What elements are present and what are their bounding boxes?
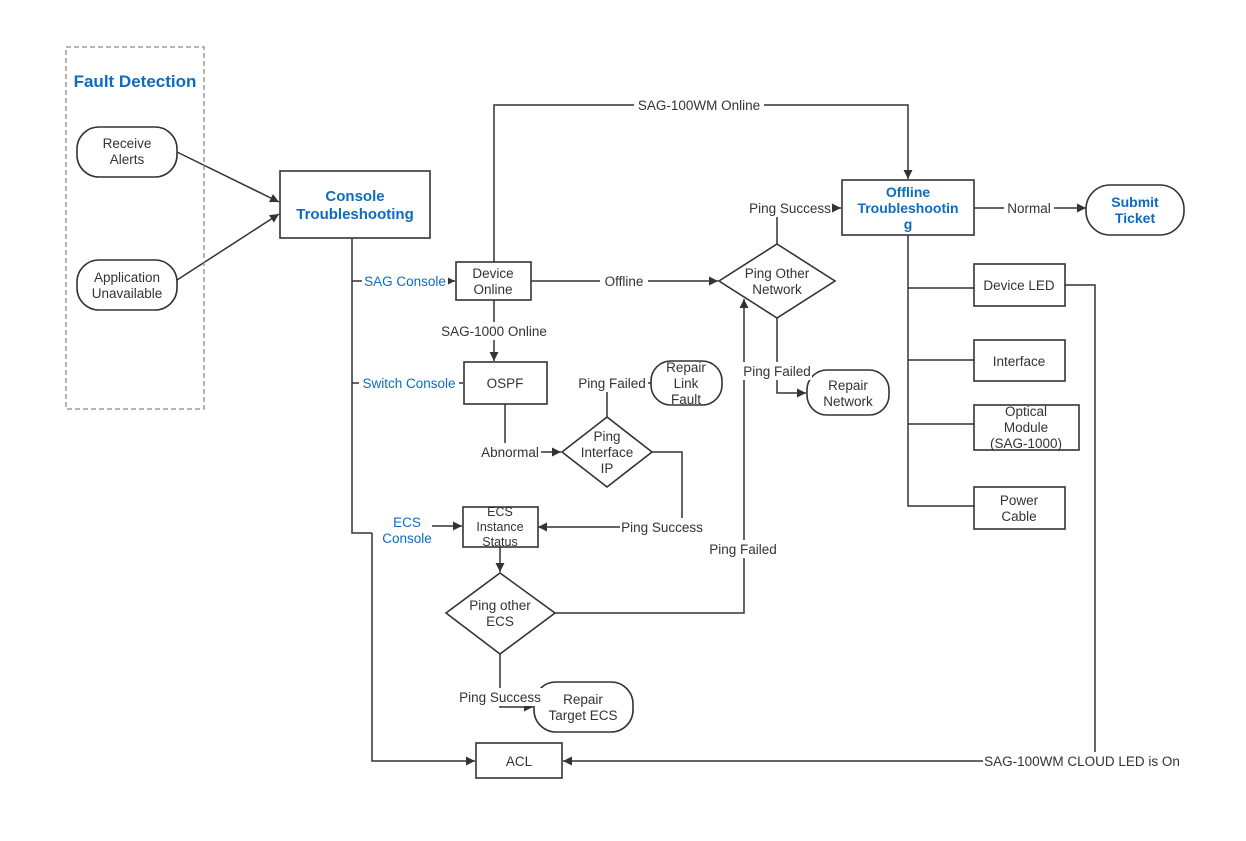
label-ping-failed-ecs: Ping Failed [709, 542, 777, 557]
repair-network-shape [806, 369, 890, 416]
receive-alerts-line2: Alerts [110, 152, 145, 167]
acl-label: ACL [506, 754, 533, 769]
optical-module-line1: Optical [1005, 404, 1047, 419]
node-labels: Receive Alerts Application Unavailable C… [92, 136, 1159, 769]
ping-interface-ip-shape [560, 415, 654, 489]
label-normal: Normal [1007, 201, 1051, 216]
application-unavailable-shape [76, 259, 178, 311]
offline-troubleshooting-line3: g [904, 216, 913, 232]
ospf-label: OSPF [487, 376, 524, 391]
label-abnormal: Abnormal [481, 445, 539, 460]
repair-link-fault-line1: Repair [666, 360, 706, 375]
ping-other-ecs-line1: Ping other [469, 598, 531, 613]
offline-troubleshooting-line1: Offline [886, 184, 931, 200]
ecs-instance-status-line1: ECS [487, 505, 513, 519]
ping-interface-ip-line3: IP [601, 461, 614, 476]
receive-alerts-shape [76, 126, 178, 178]
label-ping-success-target: Ping Success [459, 690, 541, 705]
optical-module-line2: Module [1004, 420, 1048, 435]
fault-detection-title: Fault Detection [74, 72, 197, 91]
label-switch-console: Switch Console [362, 376, 455, 391]
repair-network-line2: Network [823, 394, 873, 409]
power-cable-line2: Cable [1001, 509, 1036, 524]
optical-module-line3: (SAG-1000) [990, 436, 1062, 451]
ping-other-ecs-shape [444, 572, 557, 656]
label-sag-1000-online: SAG-1000 Online [441, 324, 547, 339]
edge-console-to-acl [371, 533, 475, 766]
edge-ping-failed-ecs [555, 299, 749, 614]
power-cable-line1: Power [1000, 493, 1039, 508]
device-online-line1: Device [472, 266, 513, 281]
console-troubleshooting-line1: Console [325, 188, 384, 205]
interface-shape [973, 339, 1066, 382]
ping-interface-ip-line2: Interface [581, 445, 634, 460]
ecs-instance-status-line3: Status [482, 535, 517, 549]
submit-ticket-line1: Submit [1111, 194, 1159, 210]
label-ping-failed-link: Ping Failed [578, 376, 646, 391]
label-offline: Offline [605, 274, 644, 289]
edge-cloud-led [563, 284, 1096, 766]
nodes [76, 126, 1185, 779]
edge-alerts-to-console [176, 151, 280, 203]
application-unavailable-line2: Unavailable [92, 286, 163, 301]
receive-alerts-line1: Receive [103, 136, 152, 151]
edge-offline-branches [907, 235, 974, 507]
ecs-instance-status-shape [462, 506, 539, 548]
console-troubleshooting-shape [279, 170, 431, 239]
device-led-shape [973, 263, 1066, 307]
offline-troubleshooting-line2: Troubleshootin [857, 200, 958, 216]
edge-console-trunk [351, 238, 372, 534]
edge-unavailable-to-console [176, 213, 280, 281]
ping-other-network-line1: Ping Other [745, 266, 810, 281]
acl-shape [475, 742, 563, 779]
application-unavailable-line1: Application [94, 270, 160, 285]
ospf-shape [463, 361, 548, 405]
repair-target-ecs-shape [533, 681, 634, 733]
offline-troubleshooting-shape [841, 179, 975, 236]
edge-ping-failed-network [776, 318, 806, 398]
ecs-instance-status-line2: Instance [476, 520, 523, 534]
submit-ticket-shape [1085, 184, 1185, 236]
fault-detection-group [65, 46, 205, 410]
edge-labels: SAG Console Switch Console ECS Console S… [359, 96, 1181, 770]
ping-other-ecs-line2: ECS [486, 614, 514, 629]
label-cloud-led: SAG-100WM CLOUD LED is On [984, 754, 1180, 769]
connectors [176, 104, 1096, 766]
ping-interface-ip-line1: Ping [593, 429, 620, 444]
submit-ticket-line2: Ticket [1115, 210, 1156, 226]
repair-link-fault-line3: Fault [671, 392, 701, 407]
label-ping-success-ecs: Ping Success [621, 520, 703, 535]
label-ping-failed-network: Ping Failed [743, 364, 811, 379]
label-ecs-console-line1: ECS [393, 515, 421, 530]
ping-other-network-shape [717, 243, 837, 319]
console-troubleshooting-line2: Troubleshooting [296, 206, 414, 223]
optical-module-shape [973, 404, 1080, 451]
power-cable-shape [973, 486, 1066, 530]
repair-target-ecs-line2: Target ECS [548, 708, 617, 723]
edge-ping-success-ecs [538, 451, 683, 532]
label-ecs-console-line2: Console [382, 531, 432, 546]
device-led-label: Device LED [983, 278, 1055, 293]
label-ping-success-offline: Ping Success [749, 201, 831, 216]
repair-network-line1: Repair [828, 378, 868, 393]
label-sag-100wm-online: SAG-100WM Online [638, 98, 760, 113]
repair-link-fault-shape [650, 360, 723, 406]
repair-target-ecs-line1: Repair [563, 692, 603, 707]
edge-ping-success-target [499, 654, 533, 712]
device-online-shape [455, 261, 532, 301]
interface-label: Interface [993, 354, 1046, 369]
device-online-line2: Online [473, 282, 512, 297]
repair-link-fault-line2: Link [674, 376, 699, 391]
ping-other-network-line2: Network [752, 282, 802, 297]
label-sag-console: SAG Console [364, 274, 446, 289]
